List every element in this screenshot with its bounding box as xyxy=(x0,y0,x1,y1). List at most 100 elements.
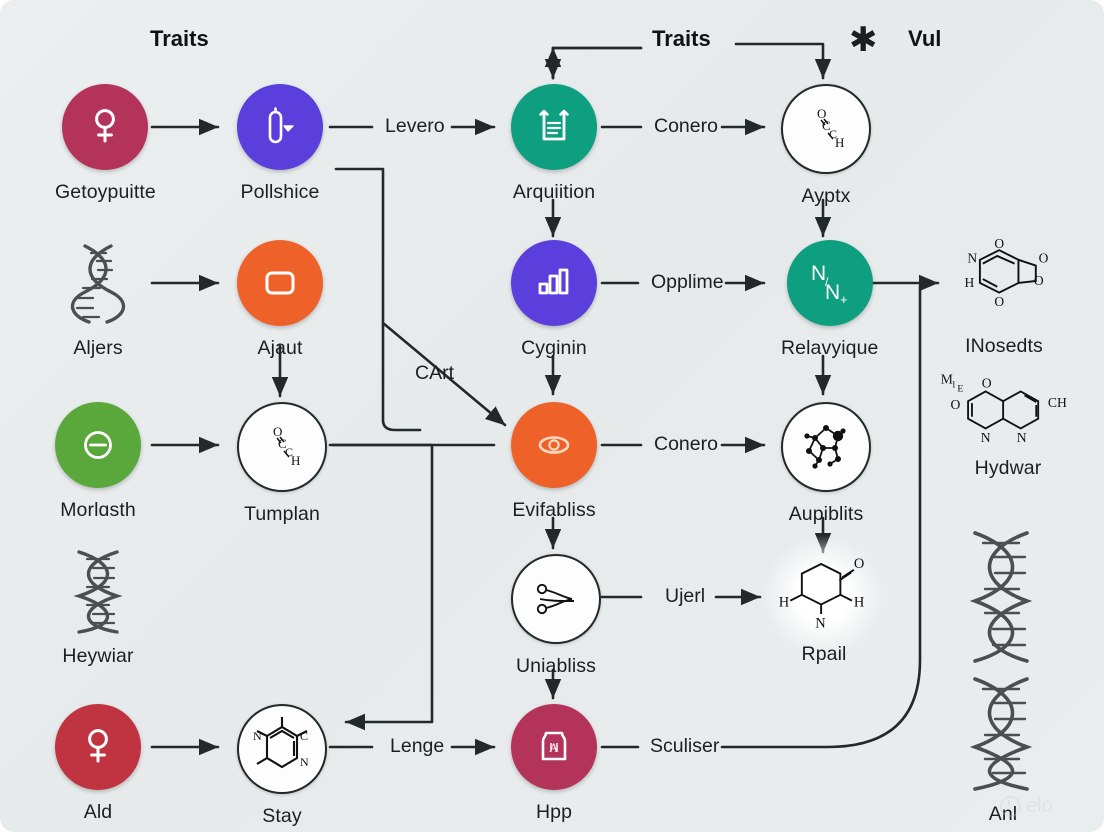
node-disc[interactable] xyxy=(237,240,323,326)
node-disc[interactable] xyxy=(511,554,601,644)
svg-text:N: N xyxy=(300,755,309,769)
node-disc[interactable] xyxy=(511,240,597,326)
upload-document-icon xyxy=(539,109,569,141)
edge-cart-diagonal xyxy=(381,321,507,427)
node-disc[interactable] xyxy=(781,402,871,492)
node-disc[interactable]: O C C H xyxy=(237,402,327,492)
svg-text:C: C xyxy=(829,127,837,141)
watermark-label: elo xyxy=(1026,795,1053,817)
node-disc[interactable] xyxy=(62,84,149,170)
svg-text:O: O xyxy=(273,424,282,439)
node-tumplan[interactable]: O C C H Tumplan xyxy=(237,402,327,526)
node-cyginin[interactable]: Cyginin xyxy=(511,240,597,360)
asterisk-icon: ✱ xyxy=(849,21,878,59)
node-disc[interactable]: N C N xyxy=(237,704,327,794)
node-inosedts[interactable]: O O O O N H INosedts xyxy=(951,237,1057,358)
header-traits-left: Traits xyxy=(150,26,209,51)
node-morlasth[interactable]: Morlɑsth xyxy=(55,402,141,522)
svg-text:C: C xyxy=(278,436,287,451)
node-disc[interactable]: M l E O O N N CH xyxy=(933,368,1083,446)
edge-top-bus-left xyxy=(551,46,643,80)
node-disc[interactable] xyxy=(55,704,141,790)
node-disc[interactable] xyxy=(511,402,597,488)
node-uniabliss[interactable]: Uniabliss xyxy=(511,554,601,678)
rounded-square-icon xyxy=(265,271,295,295)
node-aljers[interactable]: Aljers xyxy=(55,240,141,360)
agar-plate-icon: A xyxy=(541,731,567,761)
node-hpp[interactable]: A Hpp xyxy=(511,704,597,824)
svg-text:H: H xyxy=(291,453,300,468)
node-rpail[interactable]: O H H N Rpail xyxy=(771,548,877,666)
edge-label-conero-2: Conero xyxy=(654,433,718,455)
pipette-icon xyxy=(268,107,294,144)
node-label: Evifabliss xyxy=(512,499,596,521)
edge-sculiser-riser xyxy=(720,284,922,749)
edge-label-ujerl: Ujerl xyxy=(665,585,706,607)
eye-icon xyxy=(538,436,570,454)
node-ayptx[interactable]: O C C H Ayptx xyxy=(781,84,871,208)
node-label: Hydwar xyxy=(974,457,1042,479)
svg-text:H: H xyxy=(854,594,864,610)
node-disc[interactable]: N / N + xyxy=(786,240,873,326)
node-label: Pollshice xyxy=(240,181,320,203)
edge-label-cart: CArt xyxy=(415,362,454,384)
edge-label-conero-1: Conero xyxy=(654,115,718,137)
node-disc[interactable]: A xyxy=(511,704,597,790)
node-label: Aupiblits xyxy=(788,503,864,525)
node-label: Ajaut xyxy=(257,337,303,359)
node-evifabliss[interactable]: Evifabliss xyxy=(511,402,597,522)
node-label: Relavyique xyxy=(781,337,879,359)
node-disc[interactable]: O H H N xyxy=(771,548,877,632)
edge-label-sculiser: Sculiser xyxy=(650,735,720,757)
svg-text:N: N xyxy=(253,729,262,743)
watermark-ring-icon xyxy=(1000,796,1021,817)
node-stay[interactable]: N C N Stay xyxy=(237,704,327,828)
dna-helix-icon xyxy=(71,244,125,324)
svg-text:O: O xyxy=(994,294,1004,309)
node-pollshice[interactable]: Pollshice xyxy=(237,84,323,204)
svg-text:C: C xyxy=(300,729,308,743)
svg-text:O: O xyxy=(951,397,961,412)
node-label: Ald xyxy=(83,801,113,823)
fused-ring-structure-icon: O O O O N H xyxy=(964,237,1048,309)
node-relavyique[interactable]: N / N + Relavyique xyxy=(781,240,878,360)
svg-text:O: O xyxy=(1034,273,1044,288)
svg-text:H: H xyxy=(835,135,844,150)
node-disc[interactable]: O C C H xyxy=(781,84,871,174)
dna-helix-icon xyxy=(73,550,123,634)
node-disc[interactable] xyxy=(55,240,141,326)
svg-text:/: / xyxy=(825,275,829,289)
node-arquiition[interactable]: Arquiition xyxy=(511,84,597,204)
node-disc[interactable] xyxy=(55,402,141,488)
node-anl[interactable]: Anl xyxy=(955,530,1051,826)
node-label: Rpail xyxy=(801,643,847,665)
svg-text:H: H xyxy=(779,594,789,610)
node-getoypuitte[interactable]: Getoypuitte xyxy=(55,84,156,204)
node-heywiar[interactable]: Heywiar xyxy=(55,548,141,668)
node-disc[interactable] xyxy=(511,84,597,170)
node-disc[interactable] xyxy=(955,530,1051,792)
aldehyde-structure-icon: O C C H xyxy=(273,424,300,468)
node-disc[interactable]: O O O O N H xyxy=(951,237,1057,324)
node-disc[interactable] xyxy=(237,84,323,170)
svg-text:O: O xyxy=(817,106,826,121)
svg-text:A: A xyxy=(549,740,559,755)
rpail-glow xyxy=(763,536,883,656)
azo-nitrogen-icon: N / N + xyxy=(811,262,848,307)
node-label: Tumplan xyxy=(244,503,320,525)
node-ajaut[interactable]: Ajaut xyxy=(237,240,323,360)
node-hydwar[interactable]: M l E O O N N CH Hydwar xyxy=(933,368,1083,480)
svg-text:O: O xyxy=(854,556,864,572)
node-label: Uniabliss xyxy=(515,655,596,677)
node-label: Getoypuitte xyxy=(55,181,156,203)
node-label: INosedts xyxy=(965,335,1043,357)
node-label: Hpp xyxy=(535,801,573,823)
node-disc[interactable] xyxy=(55,548,141,634)
svg-text:M: M xyxy=(941,372,953,387)
svg-text:C: C xyxy=(285,445,293,459)
node-aupiblits[interactable]: Aupiblits xyxy=(781,402,871,526)
node-label: Morlɑsth xyxy=(60,499,136,521)
node-ald[interactable]: Ald xyxy=(55,704,141,824)
